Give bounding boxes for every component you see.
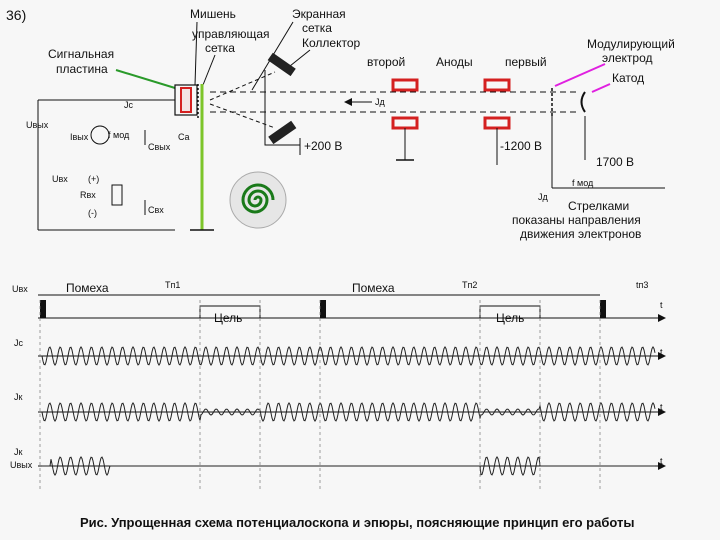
noise-pulse-1 <box>40 300 46 318</box>
signal-plate-pointer <box>115 69 176 89</box>
target-pointer <box>194 21 198 86</box>
wave-label-jk2: Jк <box>14 447 23 457</box>
wave-label-uout: Uвых <box>10 460 33 470</box>
waveform-3 <box>42 456 655 476</box>
waveform-2 <box>41 402 656 422</box>
noise-pulse-3 <box>600 300 606 318</box>
label-control-grid-1: управляющая <box>192 27 270 41</box>
t2-label: Tп2 <box>462 280 477 290</box>
label-jc: Jс <box>124 100 134 110</box>
note-line-1: Стрелками <box>568 199 629 213</box>
label-cathode: Катод <box>612 71 644 85</box>
label-ca: Cа <box>178 132 190 142</box>
collector-wire <box>264 70 301 146</box>
label-iout: Iвых <box>70 132 89 142</box>
control-grid-pointer <box>202 54 216 86</box>
label-1700v: 1700 В <box>596 155 634 169</box>
caption: Рис. Упрощенная схема потенциалоскопа и … <box>80 515 634 530</box>
collector-plate-bottom <box>268 120 297 145</box>
label-200v: +200 В <box>304 139 342 153</box>
label-anodes: Аноды <box>436 55 473 69</box>
tp3-label: tп3 <box>636 280 648 290</box>
label-mod-electrode-2: электрод <box>602 51 653 65</box>
wave-label-jc: Jс <box>14 338 24 348</box>
label-collector: Коллектор <box>302 36 360 50</box>
anode-second-bottom <box>391 116 419 130</box>
mod-electrode-pointer-1 <box>554 63 606 87</box>
timing-label-uin: Uвх <box>12 284 28 294</box>
label-signal-plate-2: пластина <box>56 62 108 76</box>
axis-t-4: t <box>660 456 663 466</box>
cathode <box>580 91 586 113</box>
label-fmod-2: f мод <box>572 178 594 188</box>
label-uin: Uвх <box>52 174 68 184</box>
label-plus: (+) <box>88 174 99 184</box>
axis-t-1: t <box>660 300 663 310</box>
label-screen-grid-2: сетка <box>302 21 332 35</box>
anode-second-top <box>391 78 419 92</box>
output-coil <box>90 125 110 145</box>
waveforms <box>38 300 666 490</box>
label-jd: Jд <box>375 97 386 107</box>
axis-t-3: t <box>660 402 663 412</box>
label-uout: Uвых <box>26 120 49 130</box>
beam-to-collector-bottom <box>209 103 276 129</box>
figure-number: 36) <box>6 7 26 23</box>
spiral-icon <box>241 183 275 214</box>
beam-to-collector-top <box>209 71 276 101</box>
label-jd-2: Jд <box>538 192 549 202</box>
label-second-anode: второй <box>367 55 405 69</box>
waveform-1 <box>41 346 656 366</box>
note-line-2: показаны направления <box>512 213 641 227</box>
target-label-2: Цель <box>496 311 524 325</box>
noise-label-1: Помеха <box>66 281 109 295</box>
spiral-badge <box>229 171 287 229</box>
label-target: Мишень <box>190 7 236 21</box>
label-signal-plate-1: Сигнальная <box>48 47 114 61</box>
label-screen-grid-1: Экранная <box>292 7 346 21</box>
target-plate <box>180 87 192 113</box>
wave-label-jk: Jк <box>14 392 23 402</box>
t1-label: Tп1 <box>165 280 180 290</box>
label-rin: Rвх <box>80 190 96 200</box>
noise-pulse-2 <box>320 300 326 318</box>
anode-first-bottom <box>483 116 511 130</box>
axis-t-2: t <box>660 347 663 357</box>
rin-resistor <box>111 184 123 206</box>
anode-first-top <box>483 78 511 92</box>
label-1200v: -1200 В <box>500 139 542 153</box>
collector-plate-top <box>267 52 296 77</box>
label-fmod: f мод <box>108 130 130 140</box>
noise-label-2: Помеха <box>352 281 395 295</box>
target-label-1: Цель <box>214 311 242 325</box>
label-cout: Cвых <box>148 142 171 152</box>
label-first-anode: первый <box>505 55 547 69</box>
label-cin: Cвх <box>148 205 164 215</box>
label-control-grid-2: сетка <box>205 41 235 55</box>
label-minus: (-) <box>88 208 97 218</box>
cathode-pointer <box>591 83 611 93</box>
label-mod-electrode-1: Модулирующий <box>587 37 675 51</box>
note-line-3: движения электронов <box>520 227 641 241</box>
